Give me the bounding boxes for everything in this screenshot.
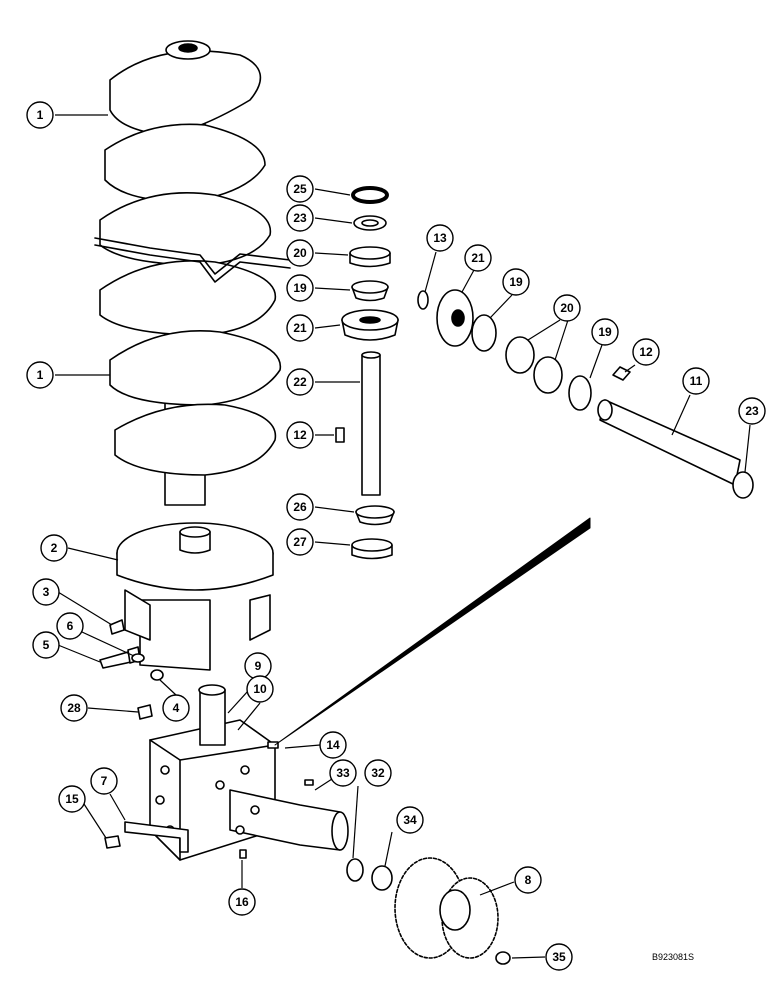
callout-label: 22 <box>293 375 307 389</box>
callout-label: 19 <box>509 275 523 289</box>
callout-label: 23 <box>745 404 759 418</box>
callout-label: 19 <box>293 281 307 295</box>
callout-label: 15 <box>65 792 79 806</box>
horizontal-shaft-drawing <box>417 289 754 499</box>
callout-label: 20 <box>293 246 307 260</box>
callout-label: 27 <box>293 535 307 549</box>
callout-label: 5 <box>43 638 50 652</box>
callout-label: 28 <box>67 701 81 715</box>
housing-drawing <box>116 522 274 671</box>
callout-label: 26 <box>293 500 307 514</box>
detail-pointer-wedge <box>274 517 591 746</box>
drawing-code: B923081S <box>652 952 694 962</box>
callout-label: 25 <box>293 182 307 196</box>
callout-label: 14 <box>326 738 340 752</box>
sprocket-drawing <box>346 857 511 965</box>
callout-label: 9 <box>255 659 262 673</box>
callout-label: 34 <box>403 813 417 827</box>
callout-label: 10 <box>253 682 267 696</box>
callout-label: 23 <box>293 211 307 225</box>
callout-label: 21 <box>293 321 307 335</box>
callout-label: 11 <box>690 374 703 388</box>
callout-label: 8 <box>525 873 532 887</box>
leader-lines <box>55 114 751 959</box>
callout-label: 21 <box>471 251 485 265</box>
auger-drawing <box>94 40 291 506</box>
callout-label: 16 <box>235 895 249 909</box>
callout-label: 1 <box>37 368 44 382</box>
gearbox-drawing <box>104 684 349 861</box>
callout-label: 19 <box>598 325 612 339</box>
callout-label: 13 <box>433 231 447 245</box>
vertical-shaft-drawing <box>335 186 399 560</box>
callout-label: 33 <box>336 766 350 780</box>
callout-label: 1 <box>37 108 44 122</box>
callout-label: 7 <box>101 774 108 788</box>
callout-label: 2 <box>51 541 58 555</box>
callout-label: 32 <box>371 766 385 780</box>
callout-label: 12 <box>293 428 307 442</box>
callout-label: 6 <box>67 619 74 633</box>
callout-label: 12 <box>639 345 653 359</box>
fasteners-drawing <box>99 619 164 720</box>
callout-label: 3 <box>43 585 50 599</box>
callout-label: 4 <box>173 701 180 715</box>
callout-label: 20 <box>560 301 574 315</box>
callout-label: 35 <box>552 950 566 964</box>
